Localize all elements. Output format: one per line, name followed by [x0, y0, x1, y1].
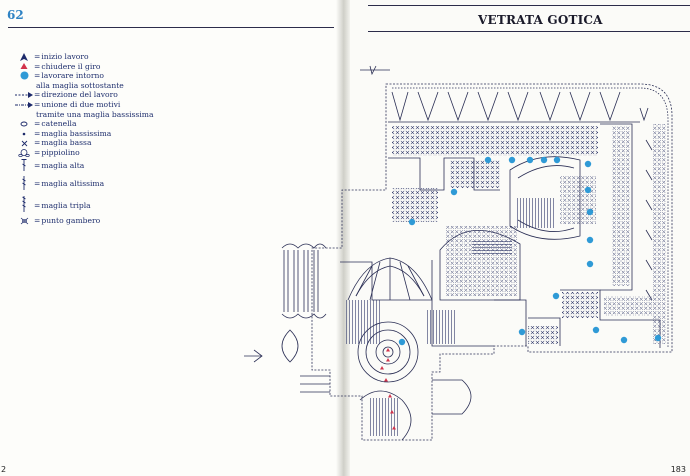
header-rule-bottom [368, 31, 690, 32]
legend-item: =maglia altissima [14, 175, 153, 190]
triangle-red-icon [14, 62, 34, 72]
left-footer-number: 2 [1, 465, 7, 474]
legend-label: pippiolino [41, 147, 80, 157]
legend-label: chiudere il giro [41, 61, 101, 71]
legend-item: =unione di due motivi [14, 100, 153, 110]
legend-item: =maglia bassissima [14, 129, 153, 139]
blue-dot-icon [14, 71, 34, 81]
legend-item: =maglia alta [14, 159, 153, 172]
legend-item: =lavorare intorno [14, 71, 153, 81]
right-page: VETRATA GOTICA 183 [350, 0, 690, 476]
triple-crochet-icon [14, 195, 34, 212]
legend-label: unione di due motivi [41, 99, 121, 109]
dashed-arrow-icon [14, 90, 34, 100]
legend-label: maglia tripla [41, 200, 91, 210]
treble-crochet-icon [14, 175, 34, 190]
legend-item: =maglia tripla [14, 195, 153, 212]
small-dot-icon [14, 129, 34, 139]
symbol-legend: =inizio lavoro =chiudere il giro =lavora… [14, 52, 153, 226]
legend-item: =pippiolino [14, 148, 153, 158]
legend-label: maglia altissima [41, 179, 105, 189]
page-number: 62 [7, 8, 24, 22]
right-footer-number: 183 [670, 465, 686, 474]
book-gutter [336, 0, 350, 476]
picot-icon [14, 148, 34, 158]
legend-label-continued: alla maglia sottostante [36, 80, 124, 90]
legend-label: maglia bassissima [41, 128, 112, 138]
double-crochet-icon [14, 159, 34, 172]
page-title: VETRATA GOTICA [478, 13, 603, 27]
legend-item: =catenella [14, 119, 153, 129]
reverse-stitch-icon [14, 216, 34, 226]
legend-item: =maglia bassa [14, 138, 153, 148]
arrow-up-icon [14, 52, 34, 62]
legend-label: catenella [41, 119, 77, 129]
dashed-dot-arrow-icon [14, 100, 34, 110]
legend-item: =inizio lavoro [14, 52, 153, 62]
legend-label: inizio lavoro [41, 52, 89, 61]
legend-label: punto gambero [41, 216, 101, 226]
chain-icon [14, 119, 34, 129]
header-rule [8, 27, 334, 28]
legend-label: direzione del lavoro [41, 90, 118, 100]
legend-label-continued: tramite una maglia bassissima [36, 109, 154, 119]
legend-item: =chiudere il giro [14, 62, 153, 72]
cross-icon [14, 138, 34, 148]
header-rule-top [368, 5, 690, 6]
left-page: 62 =inizio lavoro =chiudere il giro =lav… [0, 0, 338, 476]
legend-label: lavorare intorno [41, 71, 104, 81]
legend-item: =punto gambero [14, 216, 153, 226]
legend-label: maglia bassa [41, 138, 92, 148]
legend-item: =direzione del lavoro [14, 90, 153, 100]
legend-label: maglia alta [41, 160, 85, 170]
